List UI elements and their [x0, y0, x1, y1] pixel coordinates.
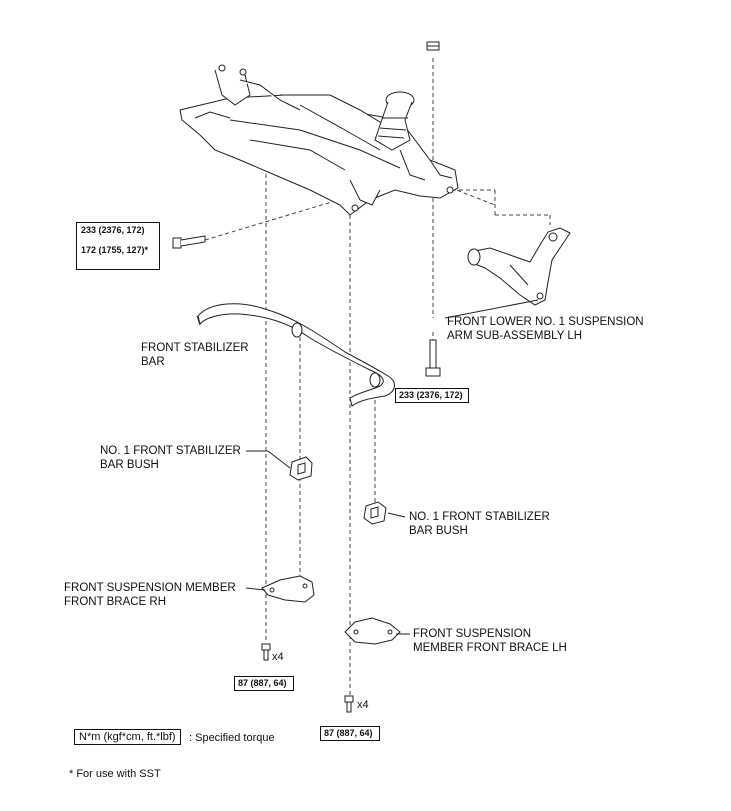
lower-arm-label-line1: FRONT LOWER NO. 1 SUSPENSION: [447, 316, 644, 328]
sst-footnote: * For use with SST: [69, 768, 161, 780]
brace-lh-label-line1: FRONT SUSPENSION: [413, 628, 531, 640]
brace-rh-shape: [261, 575, 315, 603]
bush-right-label: NO. 1 FRONT STABILIZER BAR BUSH: [409, 510, 550, 538]
stabilizer-bar-label: FRONT STABILIZER BAR: [141, 341, 249, 369]
brace-rh-label: FRONT SUSPENSION MEMBER FRONT BRACE RH: [64, 581, 236, 609]
torque-unit-desc: : Specified torque: [189, 732, 275, 744]
brace-lh-label: FRONT SUSPENSION MEMBER FRONT BRACE LH: [413, 627, 567, 655]
brace-lh-bolt-qty: x4: [357, 699, 369, 711]
stabilizer-bar-label-line2: BAR: [141, 356, 165, 368]
steering-boot: [374, 91, 415, 151]
torque-unit-box: N*m (kgf*cm, ft.*lbf): [74, 729, 181, 745]
top-nut: [426, 41, 440, 51]
brace-lh-torque-box: 87 (887, 64): [320, 726, 380, 741]
member-bolt-torque-2: 172 (1755, 127)*: [81, 245, 149, 255]
lower-arm-label: FRONT LOWER NO. 1 SUSPENSION ARM SUB-ASS…: [447, 315, 644, 343]
stabilizer-bar: [197, 303, 395, 407]
brace-rh-bolt: [261, 643, 271, 661]
arm-bolt-torque-box: 233 (2376, 172): [395, 388, 469, 403]
lower-arm-label-line2: ARM SUB-ASSEMBLY LH: [447, 330, 583, 342]
bush-left-shape: [289, 456, 313, 481]
leader-lines: [196, 299, 539, 635]
member-bolt: [172, 235, 206, 249]
bush-left-label-line2: BAR BUSH: [100, 459, 159, 471]
member-bolt-torque-1: 233 (2376, 172): [81, 225, 145, 235]
lower-arm-shape: [467, 227, 571, 306]
brace-lh-label-line2: MEMBER FRONT BRACE LH: [413, 642, 567, 654]
bush-right-shape: [363, 501, 387, 525]
bush-left-label: NO. 1 FRONT STABILIZER BAR BUSH: [100, 444, 241, 472]
brace-lh-shape: [344, 617, 401, 645]
suspension-member: [179, 64, 459, 216]
member-bolt-torque-box: 233 (2376, 172) 172 (1755, 127)*: [76, 222, 160, 270]
brace-rh-label-line2: FRONT BRACE RH: [64, 596, 167, 608]
bush-left-label-line1: NO. 1 FRONT STABILIZER: [100, 445, 241, 457]
arm-bolt: [425, 339, 441, 377]
brace-rh-bolt-qty: x4: [272, 651, 284, 663]
brace-rh-torque-box: 87 (887, 64): [234, 676, 294, 691]
brace-rh-label-line1: FRONT SUSPENSION MEMBER: [64, 582, 236, 594]
brace-lh-bolt: [344, 695, 354, 713]
bush-right-label-line1: NO. 1 FRONT STABILIZER: [409, 511, 550, 523]
bush-right-label-line2: BAR BUSH: [409, 525, 468, 537]
stabilizer-bar-label-line1: FRONT STABILIZER: [141, 342, 249, 354]
